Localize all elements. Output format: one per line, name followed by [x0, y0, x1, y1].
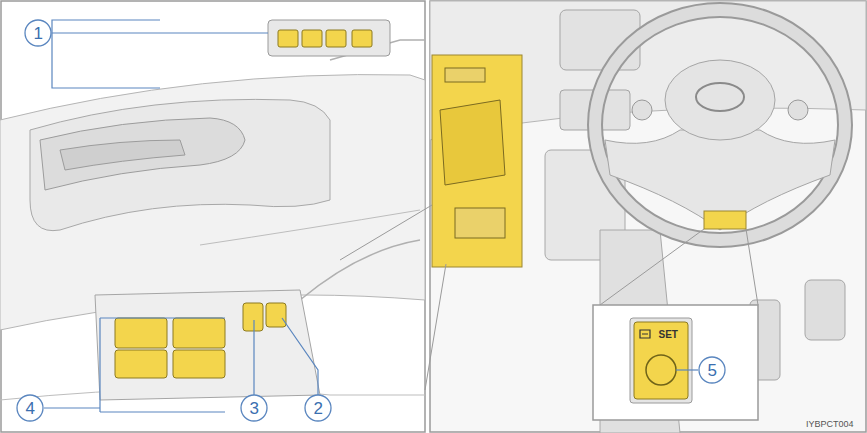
callout-number: 2	[314, 400, 323, 417]
callout-number: 1	[34, 25, 43, 42]
button-label: SET	[659, 330, 678, 340]
callout-number: 5	[708, 362, 717, 379]
callout-number: 3	[250, 400, 259, 417]
callout-number: 4	[26, 400, 35, 417]
watermark: IYBPCT004	[806, 420, 854, 429]
